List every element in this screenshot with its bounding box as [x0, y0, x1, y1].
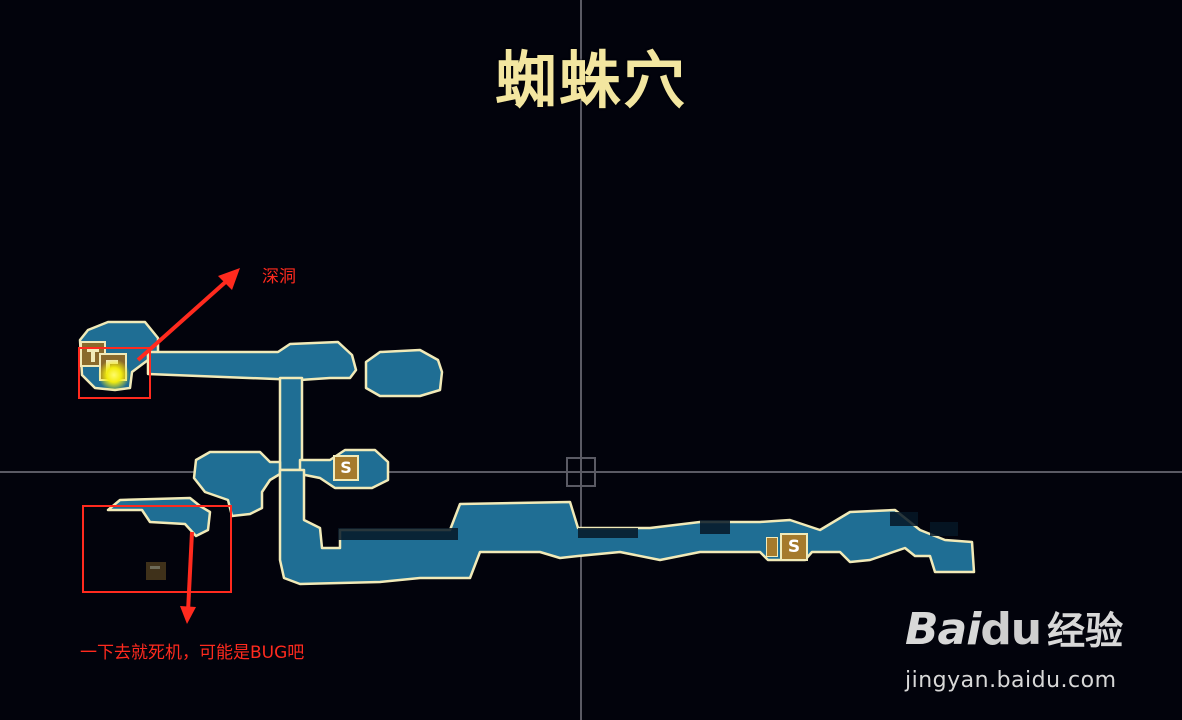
watermark-bai: Bai	[905, 604, 981, 655]
watermark-du: du	[980, 604, 1042, 655]
save-point-label-2: S	[787, 537, 801, 557]
cave-room-top-right	[364, 348, 444, 398]
cave-map	[78, 320, 976, 586]
arrow-to-deep-hole	[136, 268, 240, 362]
watermark-url: jingyan.baidu.com	[905, 668, 1117, 693]
faded-marker-icon	[146, 562, 166, 580]
cave-corridor-bottom	[278, 468, 976, 586]
save-point-icon: S	[333, 455, 359, 481]
highlight-box-deep-hole	[78, 347, 151, 399]
cave-room-middle-left	[192, 450, 282, 518]
cave-shaft	[278, 376, 304, 472]
watermark-jingyan: 经验	[1047, 609, 1124, 653]
annotation-deep-hole: 深洞	[262, 267, 296, 287]
map-title: 蜘蛛穴	[494, 44, 687, 117]
save-point-icon-2: S	[780, 533, 808, 561]
cave-corridor-top	[146, 340, 358, 382]
cave-shadows	[338, 512, 958, 540]
highlight-box-crash-area	[82, 505, 232, 593]
save-point-label: S	[340, 458, 352, 477]
map-cursor	[566, 457, 596, 487]
arrow-to-crash-note	[180, 531, 196, 624]
cave-room-lower-left	[106, 496, 212, 538]
door-icon-3	[766, 537, 778, 557]
annotation-crash-note: 一下去就死机，可能是BUG吧	[80, 643, 305, 663]
player-position-icon	[98, 359, 130, 391]
